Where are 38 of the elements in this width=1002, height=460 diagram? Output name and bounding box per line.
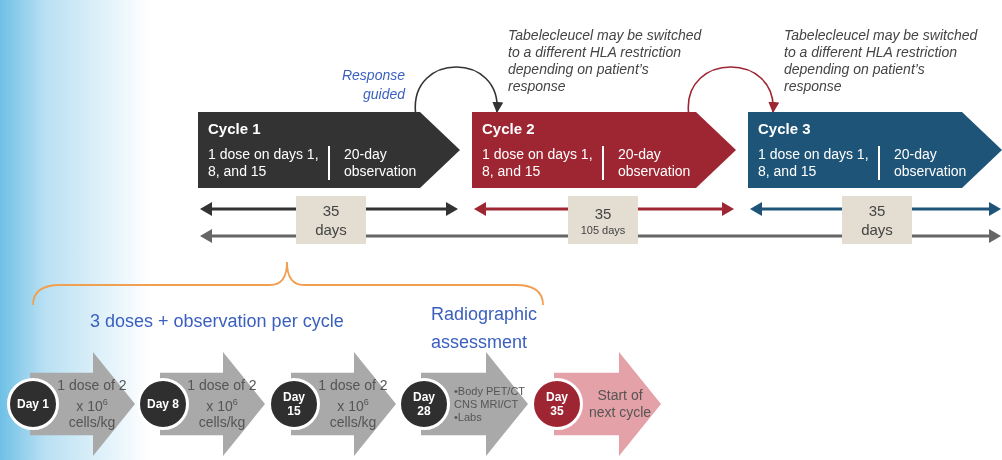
cycle-banner xyxy=(748,112,1002,188)
section-heading: Radiographic assessment xyxy=(431,303,539,354)
duration-text: 35 days xyxy=(314,201,348,239)
day-circle xyxy=(7,378,59,430)
process-step xyxy=(268,352,396,456)
note-text: Tabelecleucel may be switched to a different HLA restriction depending on patient’s response xyxy=(508,27,703,95)
step-text: •Labs xyxy=(454,410,483,424)
process-step xyxy=(137,352,265,456)
dose-text: 1 dose on days 1, 8, and 15 xyxy=(208,146,320,180)
day-label: Day 1 xyxy=(17,397,49,411)
curved-arrow xyxy=(687,66,779,114)
day-label: Day 28 xyxy=(412,390,436,418)
curved-arrow xyxy=(414,66,503,114)
dose-text: 1 dose on days 1, 8, and 15 xyxy=(482,146,594,180)
process-step xyxy=(531,352,661,456)
note-text: Tabelecleucel may be switched to a different HLA restriction depending on patient’s response xyxy=(784,27,979,95)
total-duration-text: 105 days xyxy=(580,222,626,237)
process-step xyxy=(398,352,528,456)
observation-text: 20-day observation xyxy=(878,146,986,180)
observation-text: 20-day observation xyxy=(328,146,436,180)
duration-text: 35 days xyxy=(860,201,894,239)
cycle-banner xyxy=(198,112,460,188)
step-text: 1 dose of 2 x 10$^{6}$ cells/kg xyxy=(187,376,257,432)
cycle-banner xyxy=(472,112,736,188)
step-text: 1 dose of 2 x 10$^{6}$ cells/kg xyxy=(57,376,127,432)
process-step xyxy=(7,352,135,456)
step-text: 1 dose of 2 x 10$^{6}$ cells/kg xyxy=(318,376,388,432)
step-text: Start of next cycle xyxy=(587,387,653,421)
cycle-title: Cycle 1 xyxy=(208,120,262,137)
section-heading: 3 doses + observation per cycle xyxy=(90,310,345,333)
duration-text: 35 xyxy=(593,203,613,223)
dose-text: 1 dose on days 1, 8, and 15 xyxy=(758,146,870,180)
day-label: Day 15 xyxy=(282,390,306,418)
cycle-title: Cycle 2 xyxy=(482,120,536,137)
day-label: Day 8 xyxy=(147,397,179,411)
day-label: Day 35 xyxy=(545,390,569,418)
cycle-title: Cycle 3 xyxy=(758,120,812,137)
observation-text: 20-day observation xyxy=(602,146,710,180)
